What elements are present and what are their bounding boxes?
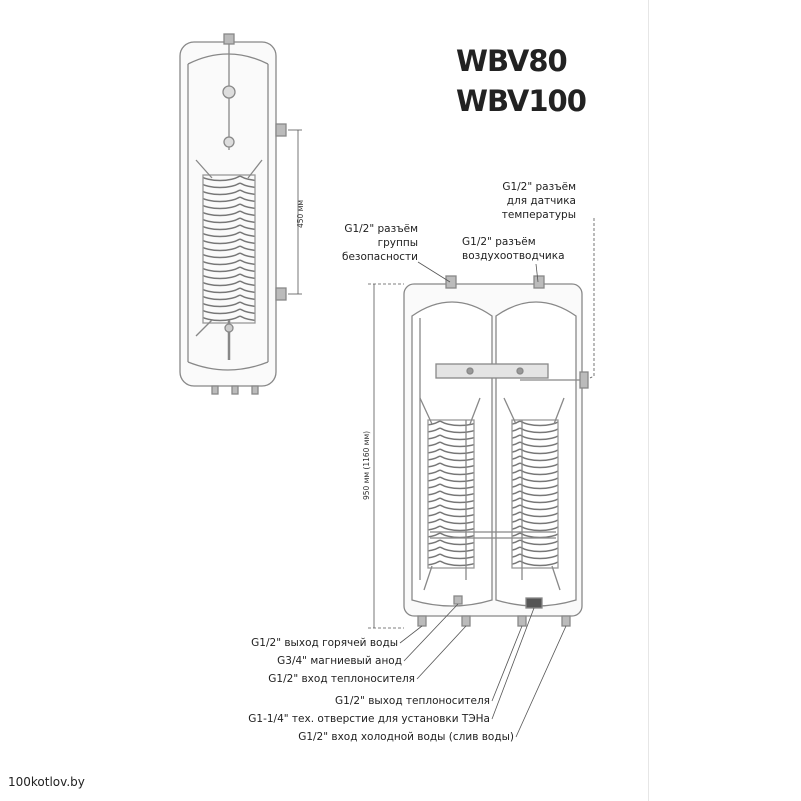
frame-divider [648,0,649,801]
callout-magnesium-anode: G3/4" магниевый анод [277,655,402,667]
callout-heat-carrier-out: G1/2" выход теплоносителя [335,695,490,707]
leader-lines-bottom [399,603,567,738]
callout-safety-group: G1/2" разъём группы безопасности [341,223,418,263]
callout-heating-element-hole: G1-1/4" тех. отверстие для установки ТЭН… [248,713,490,725]
front-view-tank [403,275,589,627]
callout-air-vent: G1/2" разъём воздухоотводчика [462,236,565,262]
model-title-wbv100: WBV100 [456,84,587,118]
side-view-tank [179,33,287,395]
leader-lines-top [417,218,595,379]
model-title-wbv80: WBV80 [456,44,568,78]
callout-heat-carrier-in: G1/2" вход теплоносителя [268,673,415,685]
callout-hot-water-out: G1/2" выход горячей воды [251,637,398,649]
dimension-line-height [368,283,404,629]
callout-temp-sensor: G1/2" разъём для датчика температуры [501,181,576,221]
callout-cold-water-in: G1/2" вход холодной воды (слив воды) [298,731,514,743]
dimension-line-coil-spacing [288,129,302,295]
watermark: 100kotlov.by [8,775,85,789]
